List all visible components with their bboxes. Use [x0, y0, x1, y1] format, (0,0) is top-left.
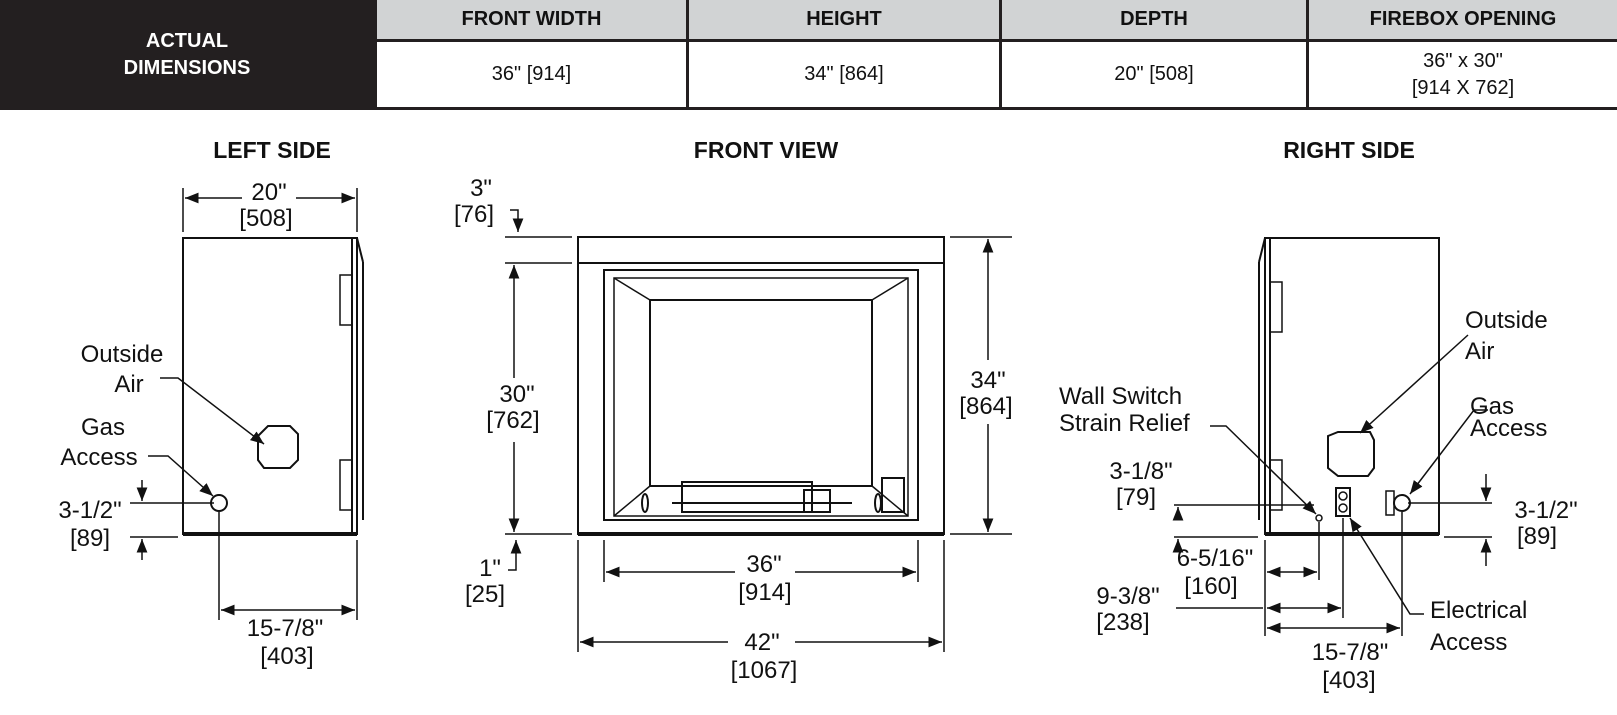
column-front-width: FRONT WIDTH 36" [914]: [374, 0, 686, 110]
right-outside-air-opening: [1327, 431, 1375, 477]
front-view: [505, 209, 1012, 652]
column-header: FRONT WIDTH: [377, 0, 686, 42]
front-bottom-mm: [25]: [465, 581, 505, 608]
right-outside-air-label-2: Air: [1465, 338, 1494, 365]
right-side-title: RIGHT SIDE: [1283, 137, 1415, 163]
actual-dimensions-label: ACTUAL DIMENSIONS: [123, 30, 251, 79]
elec-offset-in: 9-3/8": [1096, 583, 1159, 610]
column-value: 34" [864]: [804, 63, 884, 85]
ws-offset-mm: [160]: [1184, 573, 1237, 600]
front-bottom-in: 1": [479, 555, 501, 582]
left-gas-label-2: Access: [60, 444, 137, 471]
column-value: 36" [914]: [491, 63, 572, 85]
front-view-title: FRONT VIEW: [694, 137, 839, 163]
right-gas-offset-in: 15-7/8": [1312, 639, 1389, 666]
right-gas-label: Gas: [1470, 393, 1514, 420]
right-gas-access-hole: [1393, 494, 1411, 512]
burner-assembly: [681, 481, 813, 513]
front-total-height-mm: [864]: [959, 393, 1012, 420]
table-bottom-border: [374, 107, 1617, 110]
left-side-view: [130, 188, 364, 620]
ws-height-in: 3-1/8": [1109, 458, 1172, 485]
column-height: HEIGHT 34" [864]: [686, 0, 999, 110]
wall-switch-label: Wall Switch: [1059, 383, 1182, 410]
right-side-labels: Outside Air Wall Switch Strain Relief Ga…: [1059, 307, 1578, 694]
firebox-opening: [603, 269, 919, 521]
left-outside-air-label-2: Air: [114, 371, 143, 398]
front-opening-height-mm: [762]: [486, 407, 539, 434]
front-view-labels: 3" [76] 30" [762] 34" [864] 1" [25] 36" …: [454, 175, 1013, 684]
column-firebox-opening: FIREBOX OPENING 36" x 30" [914 X 762]: [1306, 0, 1617, 110]
front-top-mm: [76]: [454, 201, 494, 228]
left-side-labels: 20" [508] Outside Air Gas Access 3-1/2" …: [58, 179, 323, 670]
column-header: FIREBOX OPENING: [1309, 0, 1617, 42]
wall-switch-strain-relief: [1315, 514, 1323, 522]
left-gas-height-mm: [89]: [70, 525, 110, 552]
electrical-access-label-2: Access: [1430, 629, 1507, 656]
right-gas-height-mm: [89]: [1517, 523, 1557, 550]
left-depth-in: 20": [251, 179, 286, 206]
left-side-title: LEFT SIDE: [213, 137, 331, 163]
front-total-width-mm: [1067]: [731, 657, 798, 684]
elec-offset-mm: [238]: [1096, 609, 1149, 636]
front-top-trim: [577, 236, 945, 264]
right-outside-air-label: Outside: [1465, 307, 1548, 334]
front-opening-width-in: 36": [746, 551, 781, 578]
left-gas-label: Gas: [81, 414, 125, 441]
front-total-width-in: 42": [744, 629, 779, 656]
left-depth-mm: [508]: [239, 205, 292, 232]
left-outside-air-opening: [257, 425, 299, 469]
electrical-access-box: [1335, 487, 1351, 517]
front-top-in: 3": [470, 175, 492, 202]
right-gas-label-2: Access: [1470, 415, 1547, 442]
left-gas-offset-mm: [403]: [260, 643, 313, 670]
ws-offset-in: 6-5/16": [1177, 545, 1254, 572]
column-value: 36" x 30" [914 X 762]: [1411, 49, 1515, 99]
front-surround: [577, 262, 945, 535]
ws-height-mm: [79]: [1116, 484, 1156, 511]
left-gas-height-in: 3-1/2": [58, 497, 121, 524]
firebox-back-wall: [649, 299, 873, 487]
control-box: [881, 477, 905, 513]
right-gas-offset-mm: [403]: [1322, 667, 1375, 694]
electrical-access-label: Electrical: [1430, 597, 1527, 624]
column-value: 20" [508]: [1114, 63, 1194, 85]
right-side-view: [1172, 237, 1492, 636]
left-gas-offset-in: 15-7/8": [247, 615, 324, 642]
front-opening-width-mm: [914]: [738, 579, 791, 606]
dimensions-table: ACTUAL DIMENSIONS FRONT WIDTH 36" [914] …: [0, 0, 1617, 110]
actual-dimensions-header: ACTUAL DIMENSIONS: [0, 0, 374, 110]
front-opening-height-in: 30": [499, 381, 534, 408]
right-gas-height-in: 3-1/2": [1514, 497, 1577, 524]
left-outside-air-label: Outside: [81, 341, 164, 368]
wall-switch-label-2: Strain Relief: [1059, 410, 1190, 437]
front-total-height-in: 34": [970, 367, 1005, 394]
left-side-body: [182, 237, 358, 535]
column-depth: DEPTH 20" [508]: [999, 0, 1306, 110]
column-header: HEIGHT: [689, 0, 999, 42]
column-header: DEPTH: [1002, 0, 1306, 42]
